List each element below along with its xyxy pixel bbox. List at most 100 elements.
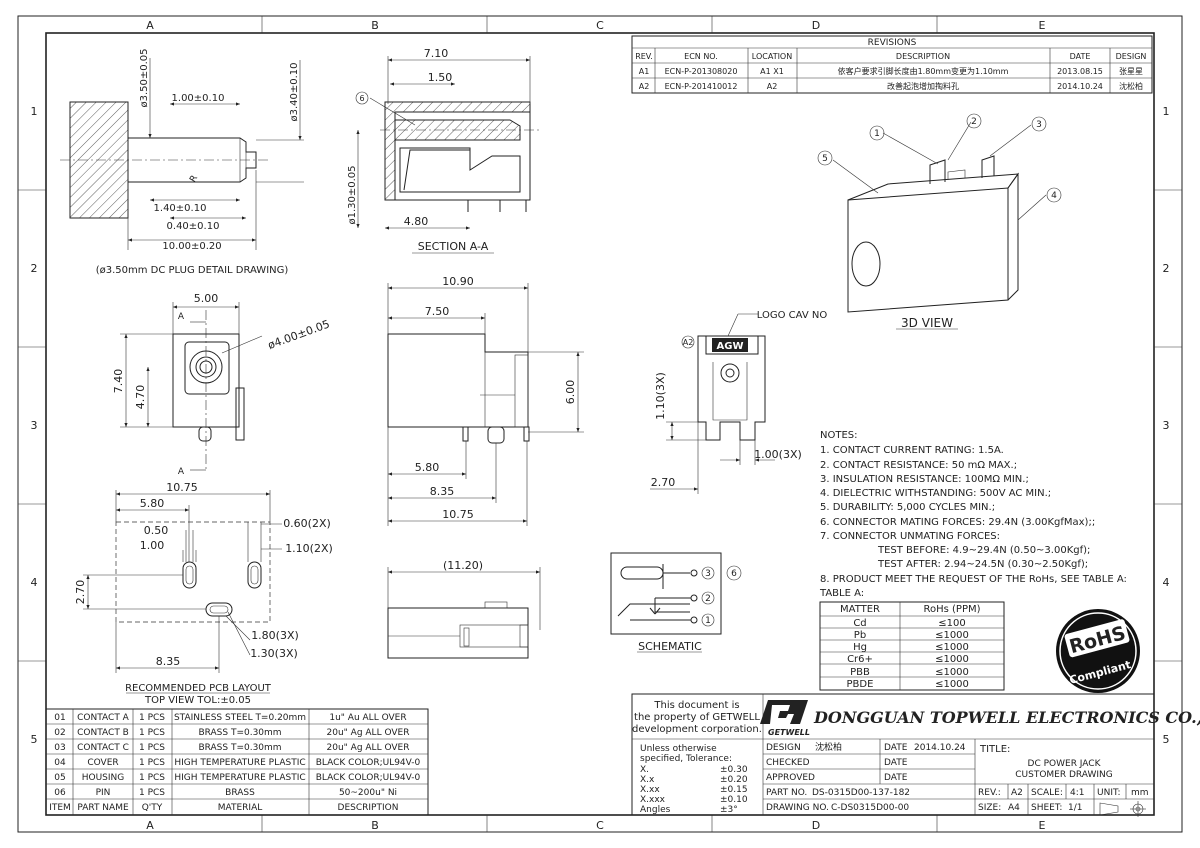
rohs-table: MATTER RoHs (PPM) Cd ≤100 Pb ≤1000 Hg ≤1… xyxy=(819,601,1005,691)
revisions-table: REVISIONS REV. ECN NO. LOCATION DESCRIPT… xyxy=(631,35,1153,94)
getwell-logo-text: GETWELL xyxy=(768,728,810,737)
rev-label: REV.: xyxy=(978,788,1001,798)
rev-header-description: DESCRIPTION xyxy=(896,52,950,61)
dim-front-dia-400: ø4.00±0.05 xyxy=(266,317,331,351)
bom-r3-qty: 1 PCS xyxy=(139,743,165,753)
rev-value: A2 xyxy=(1011,788,1023,798)
tol-angles-value: ±3° xyxy=(720,805,738,815)
notes-title: NOTES: xyxy=(820,430,858,441)
bom-r1-desc: 1u" Au ALL OVER xyxy=(329,713,406,723)
balloon-back-a2: A2 xyxy=(683,338,694,347)
bom-r4-material: HIGH TEMPERATURE PLASTIC xyxy=(174,758,305,768)
balloon-3d-4: 4 xyxy=(1051,191,1057,201)
rev-row1-date: 2013.08.15 xyxy=(1057,67,1103,76)
bom-r4-qty: 1 PCS xyxy=(139,758,165,768)
approved-date-label: DATE xyxy=(884,773,908,783)
dim-front-470: 4.70 xyxy=(134,385,147,410)
note-6: 6. CONNECTOR MATING FORCES: 29.4N (3.00K… xyxy=(820,517,1095,528)
drawing-no-label: DRAWING NO. xyxy=(766,803,829,813)
rev-row2-design: 沈松柏 xyxy=(1119,81,1143,91)
dim-pcb-580: 5.80 xyxy=(140,497,165,510)
pcb-layout-subcaption: TOP VIEW TOL:±0.05 xyxy=(144,695,251,706)
bom-r5-qty: 1 PCS xyxy=(139,773,165,783)
rohs-cr6: Cr6+ xyxy=(847,654,873,665)
note-7-after: TEST AFTER: 2.94~24.5N (0.30~2.50Kgf); xyxy=(877,559,1088,570)
dim-pcb-130-3x: 1.30(3X) xyxy=(250,647,298,660)
scale-label: SCALE: xyxy=(1031,788,1063,798)
dim-plug-100: 1.00±0.10 xyxy=(172,93,225,104)
rohs-pbde: PBDE xyxy=(847,679,874,690)
balloon-section-6: 6 xyxy=(359,94,364,103)
dim-front-740: 7.40 xyxy=(112,369,125,394)
dim-pcb-050: 0.50 xyxy=(144,524,169,537)
rev-row1-design: 张星星 xyxy=(1119,67,1143,76)
col-label-bottom-d: D xyxy=(812,819,820,832)
title-line-2: CUSTOMER DRAWING xyxy=(1015,770,1113,780)
note-8: 8. PRODUCT MEET THE REQUEST OF THE RoHs,… xyxy=(820,574,1127,585)
title-label: TITLE: xyxy=(979,744,1010,755)
rohs-cd-val: ≤100 xyxy=(938,618,965,629)
rohs-cd: Cd xyxy=(853,618,866,629)
unit-label: UNIT: xyxy=(1097,788,1121,798)
bom-r6-item: 06 xyxy=(54,788,66,798)
sheet-value: 1/1 xyxy=(1068,803,1082,813)
balloon-3d-2: 2 xyxy=(971,117,977,127)
bom-r5-desc: BLACK COLOR;UL94V-0 xyxy=(316,773,421,783)
bom-table: 01 CONTACT A 1 PCS STAINLESS STEEL T=0.2… xyxy=(45,708,429,816)
row-label-right-4: 4 xyxy=(1163,576,1170,589)
col-label-top-c: C xyxy=(596,19,604,32)
row-label-right-5: 5 xyxy=(1163,733,1170,746)
dim-plug-140: 1.40±0.10 xyxy=(154,203,207,214)
balloon-3d-1: 1 xyxy=(874,129,880,139)
col-label-top-b: B xyxy=(371,19,379,32)
dim-top-1120: (11.20) xyxy=(443,559,483,572)
note-4: 4. DIELECTRIC WITHSTANDING: 500V AC MIN.… xyxy=(820,488,1051,499)
note-3: 3. INSULATION RESISTANCE: 100MΩ MIN.; xyxy=(820,474,1029,485)
balloon-3d-3: 3 xyxy=(1036,120,1042,130)
part-no-label: PART NO. xyxy=(766,788,807,798)
company-name: DONGGUAN TOPWELL ELECTRONICS CO.,LTD xyxy=(813,708,1200,727)
property-line-1: This document is xyxy=(653,700,739,711)
table-a-title: TABLE A: xyxy=(819,588,864,599)
scale-value: 4:1 xyxy=(1070,788,1084,798)
rev-row1-description: 依客户要求引脚长度由1.80mm变更为1.10mm xyxy=(838,66,1009,76)
property-line-2: the property of GETWELL xyxy=(634,712,760,723)
notes-block: NOTES: 1. CONTACT CURRENT RATING: 1.5A. … xyxy=(819,430,1127,599)
dim-section-150: 1.50 xyxy=(428,71,453,84)
balloon-schematic-3: 3 xyxy=(705,569,711,579)
tol-xx-value: ±0.20 xyxy=(720,775,748,785)
note-2: 2. CONTACT RESISTANCE: 50 mΩ MAX.; xyxy=(820,460,1017,471)
design-name: 沈松柏 xyxy=(815,741,842,753)
row-label-right-2: 2 xyxy=(1163,262,1170,275)
tolerance-title-2: specified, Tolerance: xyxy=(640,754,732,764)
tol-xxx-label: X.xx xyxy=(640,785,660,795)
dim-pcb-060-2x: 0.60(2X) xyxy=(283,517,331,530)
design-date: 2014.10.24 xyxy=(914,743,966,753)
balloon-3d-5: 5 xyxy=(822,154,828,164)
tol-xxx-value: ±0.15 xyxy=(720,785,748,795)
bom-r1-material: STAINLESS STEEL T=0.20mm xyxy=(174,713,306,723)
balloon-schematic-6: 6 xyxy=(731,569,737,579)
rohs-pbb: PBB xyxy=(850,667,870,678)
rohs-header-matter: MATTER xyxy=(840,604,880,615)
bom-r4-name: COVER xyxy=(87,758,118,768)
bom-r3-desc: 20u" Ag ALL OVER xyxy=(327,743,410,753)
part-no: DS-0315D00-137-182 xyxy=(812,788,910,798)
dim-pcb-270: 2.70 xyxy=(74,580,87,605)
bom-header-item: ITEM xyxy=(49,803,71,813)
3d-view: 1 2 3 4 5 3D VIEW xyxy=(817,113,1062,330)
dim-back-110-3x: 1.10(3X) xyxy=(654,372,667,420)
bom-r3-name: CONTACT C xyxy=(77,743,129,753)
rev-header-date: DATE xyxy=(1070,52,1091,61)
rohs-pb: Pb xyxy=(854,630,866,641)
rev-row1-location: A1 X1 xyxy=(760,67,784,76)
tol-xx-label: X.x xyxy=(640,775,655,785)
bom-header-qty: Q'TY xyxy=(142,803,163,813)
design-label: DESIGN xyxy=(766,743,801,753)
pcb-layout-caption: RECOMMENDED PCB LAYOUT xyxy=(125,683,272,694)
row-label-right-3: 3 xyxy=(1163,419,1170,432)
dim-section-710: 7.10 xyxy=(424,47,449,60)
row-label-left-4: 4 xyxy=(31,576,38,589)
dim-side-580: 5.80 xyxy=(415,461,440,474)
dim-side-835: 8.35 xyxy=(430,485,455,498)
